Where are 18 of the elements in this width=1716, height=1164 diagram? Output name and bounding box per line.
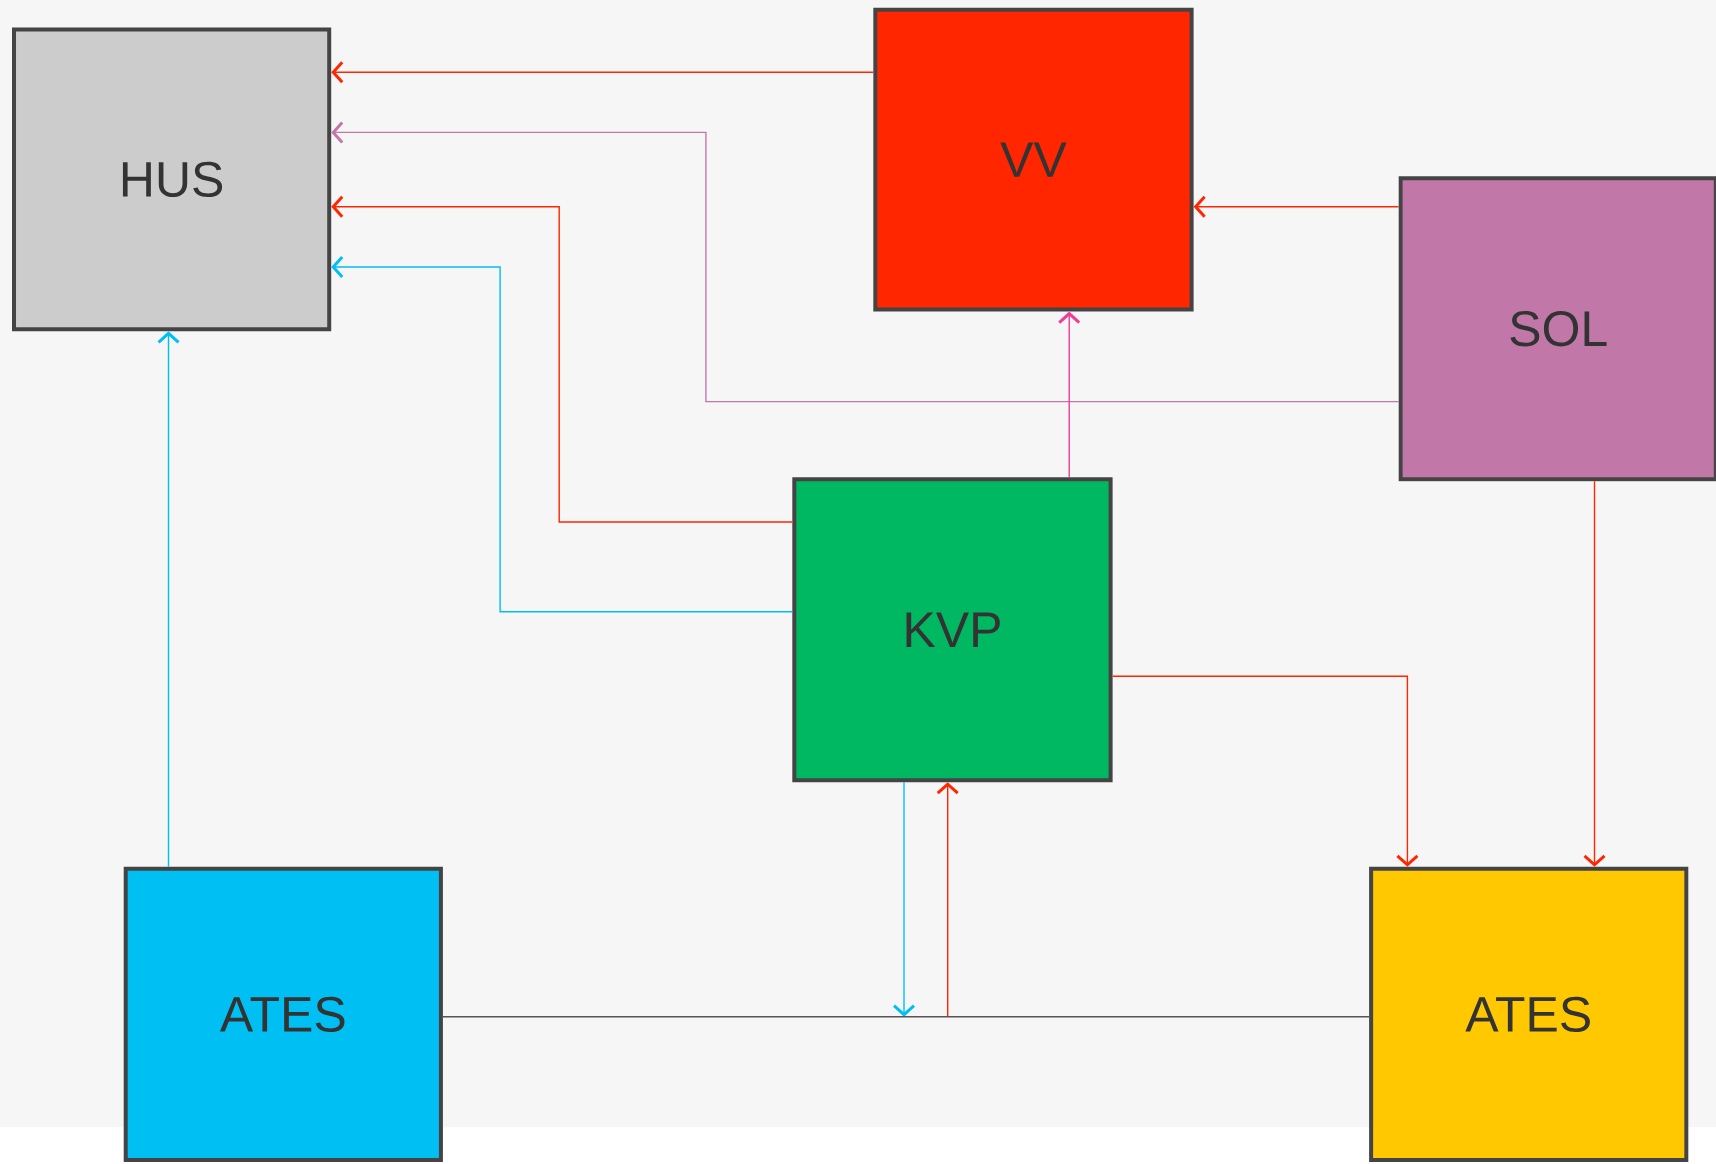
arrow: [936, 782, 959, 1018]
box: ATES: [123, 866, 443, 1162]
connector-line: [442, 1016, 1370, 1018]
arrow: [331, 121, 1400, 403]
box: SOL: [1398, 176, 1716, 482]
arrow: [1058, 311, 1081, 478]
arrow: [1193, 195, 1400, 218]
arrow: [331, 195, 793, 523]
arrow: [1583, 480, 1606, 867]
box: KVP: [792, 477, 1113, 783]
box: HUS: [12, 27, 332, 332]
arrow: [331, 61, 874, 84]
arrow: [893, 781, 915, 1017]
box: ATES: [1369, 866, 1689, 1162]
arrow: [1111, 675, 1419, 867]
arrow: [331, 256, 793, 613]
arrow: [157, 331, 180, 868]
box: VV: [873, 7, 1194, 312]
